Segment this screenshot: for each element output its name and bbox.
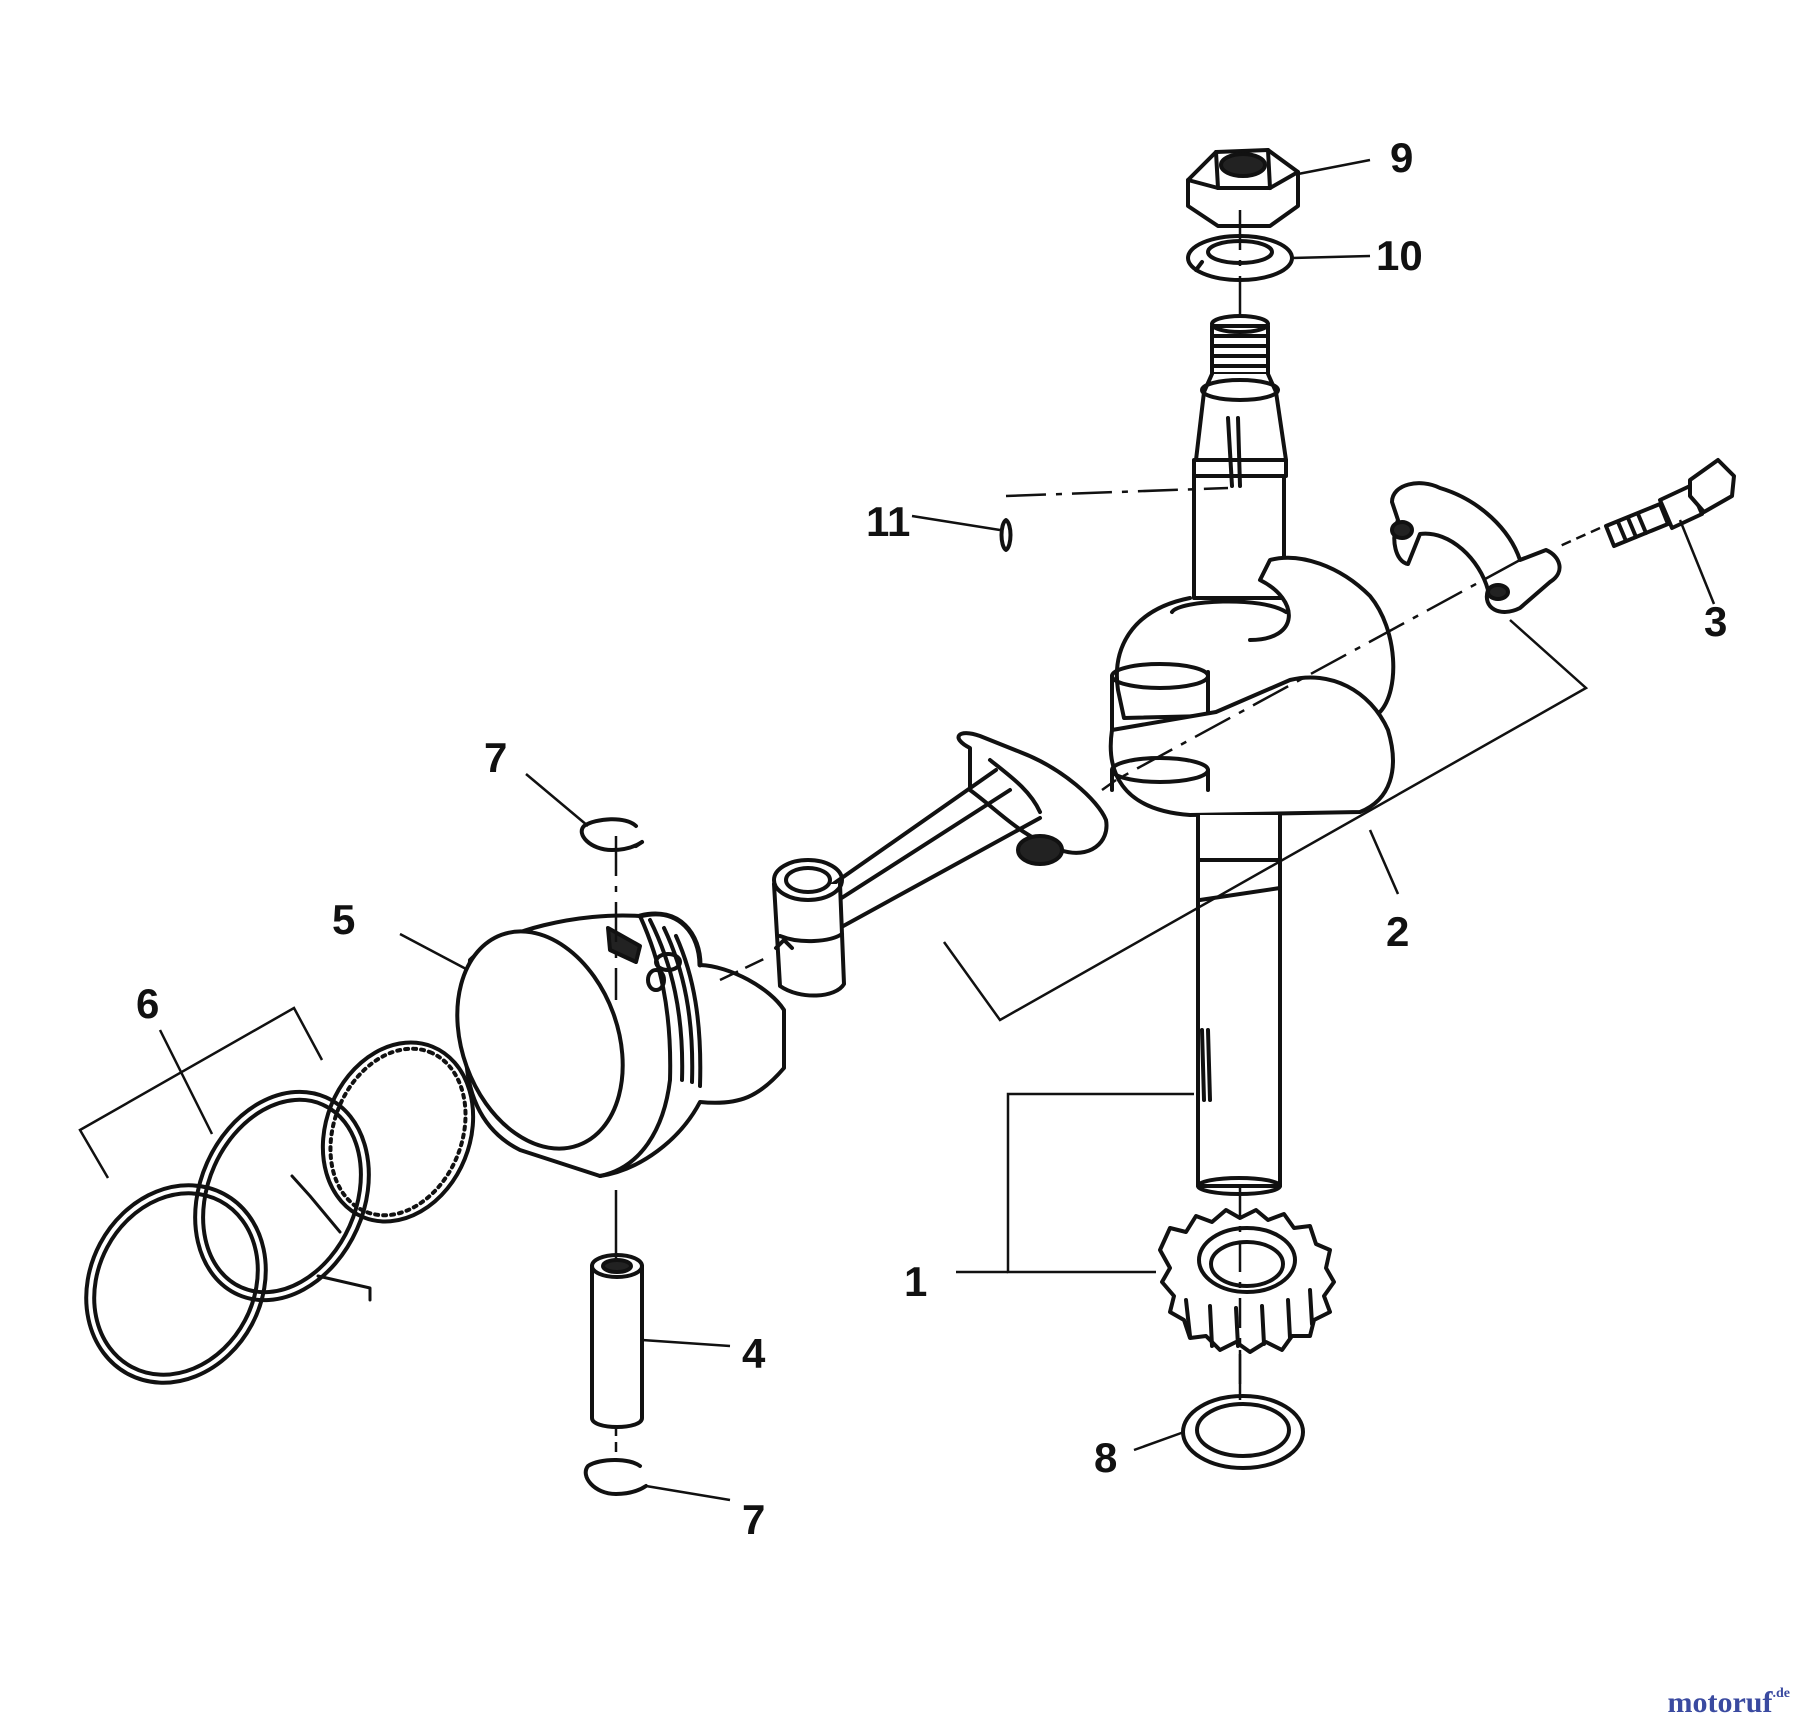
- callout-8: 8: [1094, 1434, 1117, 1481]
- callout-7-lower: 7: [742, 1496, 765, 1543]
- crank-gear-part: [1158, 1208, 1336, 1354]
- callout-6: 6: [136, 980, 159, 1027]
- piston-pin-clip-lower-part: [583, 1458, 648, 1496]
- woodruff-key-part: [999, 518, 1013, 552]
- watermark-logo: motoruf.de: [1668, 1686, 1790, 1720]
- piston-rings-part: [84, 1040, 476, 1385]
- callout-11: 11: [866, 498, 910, 545]
- connecting-rod-part: [772, 731, 1109, 998]
- piston-part: [455, 911, 786, 1178]
- callout-7-upper: 7: [484, 734, 507, 781]
- oil-seal-ring-part: [1181, 1394, 1305, 1470]
- assembly-lines: [614, 210, 1601, 1460]
- crankshaft-part: [1108, 314, 1396, 1196]
- callout-10: 10: [1376, 232, 1423, 279]
- watermark-tld: .de: [1772, 1686, 1791, 1701]
- callout-4: 4: [742, 1330, 766, 1377]
- rod-cap-part: [1390, 481, 1562, 614]
- callout-3: 3: [1704, 598, 1727, 645]
- callout-1: 1: [904, 1258, 927, 1305]
- callout-5: 5: [332, 896, 355, 943]
- piston-pin-part: [590, 1253, 644, 1429]
- callout-9: 9: [1390, 134, 1413, 181]
- nut-part: [1186, 148, 1300, 228]
- piston-pin-clip-upper-part: [579, 817, 644, 852]
- rod-bolt-part: [1604, 458, 1736, 548]
- watermark-name: motoruf: [1667, 1686, 1773, 1719]
- callout-2: 2: [1386, 908, 1409, 955]
- leader-lines: [78, 158, 1716, 1502]
